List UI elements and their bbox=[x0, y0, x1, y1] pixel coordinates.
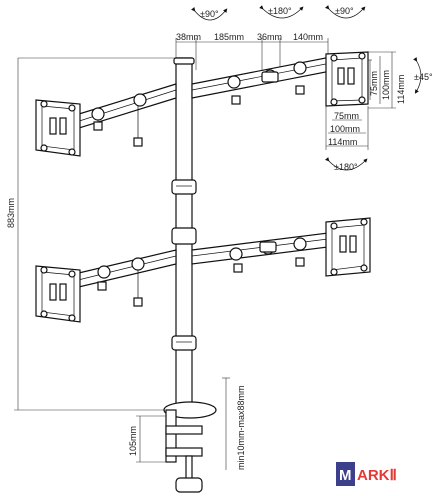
brand-logo-box bbox=[336, 462, 355, 486]
brand-logo: M ARKⅡ bbox=[336, 462, 397, 486]
upper-right-arm bbox=[191, 55, 337, 105]
vesa-height-dimensions: 75mm 100mm 114mm bbox=[368, 51, 406, 109]
clamp-upper-jaw bbox=[165, 425, 203, 435]
lower-pole-collar bbox=[171, 335, 197, 351]
dim-vesa-100-w: 100mm bbox=[330, 124, 360, 134]
dim-arm-segment-1: 185mm bbox=[214, 32, 244, 42]
dim-clamp-height: 105mm bbox=[128, 426, 138, 456]
vesa-plate-lower-right bbox=[325, 217, 371, 277]
clamp-knob bbox=[175, 477, 203, 493]
brand-logo-m: M bbox=[339, 467, 352, 484]
lower-right-arm bbox=[191, 231, 337, 273]
vesa-plate-upper-right bbox=[325, 51, 369, 107]
middle-pole-collar bbox=[171, 227, 197, 245]
vesa-plate-upper-left bbox=[35, 99, 81, 157]
rotation-left-label: ±90° bbox=[200, 9, 219, 19]
tilt-label: ±45° bbox=[414, 72, 433, 82]
vesa-width-dimensions: 75mm 100mm 114mm bbox=[325, 106, 369, 150]
dim-total-height: 883mm bbox=[6, 198, 16, 228]
upper-left-arm bbox=[65, 83, 177, 147]
dim-desk-range: min10mm-max88mm bbox=[236, 385, 246, 470]
clamp-lower-jaw bbox=[165, 447, 203, 457]
brand-logo-name: ARKⅡ bbox=[357, 467, 397, 484]
top-dimension-line: 38mm 185mm 36mm 140mm bbox=[175, 32, 329, 70]
upper-pole-collar bbox=[171, 179, 197, 195]
clamp-screw bbox=[185, 455, 193, 481]
desk-clamp bbox=[163, 401, 217, 493]
dim-joint: 36mm bbox=[257, 32, 282, 42]
rotation-right-joint: ±90° bbox=[325, 5, 366, 19]
rotate-indicator: ±180° bbox=[325, 157, 368, 172]
rotation-middle-joint: ±180° bbox=[259, 5, 304, 19]
dim-vesa-75-h: 75mm bbox=[369, 71, 379, 96]
clamp-base-plate bbox=[163, 401, 217, 419]
total-height-dimension: 883mm bbox=[6, 57, 176, 411]
rotation-right-label: ±90° bbox=[335, 6, 354, 16]
clamp-spine bbox=[165, 409, 177, 463]
dim-vesa-75-w: 75mm bbox=[334, 111, 359, 121]
dim-top-offset: 38mm bbox=[176, 32, 201, 42]
desk-range-dimension: min10mm-max88mm bbox=[222, 377, 246, 470]
rotation-middle-label: ±180° bbox=[268, 6, 292, 16]
lower-left-arm bbox=[65, 249, 177, 307]
dim-vesa-114-w: 114mm bbox=[328, 137, 357, 147]
vesa-plate-lower-left bbox=[35, 265, 81, 323]
central-pole bbox=[171, 57, 197, 407]
rotate-label: ±180° bbox=[334, 162, 358, 172]
tilt-indicator: ±45° bbox=[413, 57, 433, 94]
clamp-height-dimension: 105mm bbox=[128, 415, 166, 463]
dim-vesa-100-h: 100mm bbox=[381, 70, 391, 100]
dim-arm-segment-2: 140mm bbox=[293, 32, 323, 42]
dim-vesa-114-h: 114mm bbox=[396, 75, 406, 104]
rotation-left-joint: ±90° bbox=[191, 7, 228, 21]
